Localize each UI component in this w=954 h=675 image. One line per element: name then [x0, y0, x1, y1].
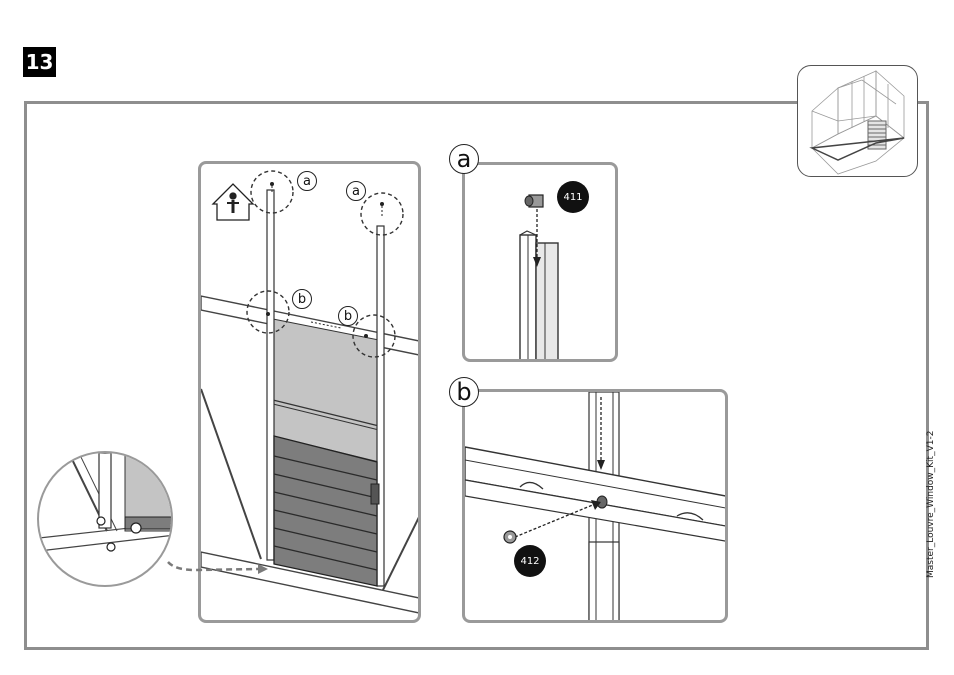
part-411-badge: 411 — [557, 181, 589, 213]
detail-b-label: b — [449, 377, 479, 407]
corner-detail-drawing — [39, 453, 173, 587]
part-412-badge: 412 — [514, 545, 546, 577]
person-icon — [213, 184, 253, 220]
detail-a-panel — [462, 162, 618, 362]
greenhouse-thumbnail — [797, 65, 918, 177]
detail-b-drawing — [465, 392, 728, 623]
document-reference: Master_Louvre_Window_Kit_V1-2 — [926, 431, 936, 578]
louvre-assembly-drawing — [201, 164, 421, 623]
callout-a-right: a — [346, 181, 366, 201]
corner-detail-zoom — [37, 451, 173, 587]
main-assembly-panel: a a b b — [198, 161, 421, 623]
callout-b-left: b — [292, 289, 312, 309]
callout-a-left: a — [297, 171, 317, 191]
detail-b-panel — [462, 389, 728, 623]
callout-b-right: b — [338, 306, 358, 326]
detail-a-label: a — [449, 144, 479, 174]
step-number-badge: 13 — [23, 47, 56, 77]
greenhouse-icon — [798, 66, 919, 178]
detail-a-drawing — [465, 165, 618, 362]
